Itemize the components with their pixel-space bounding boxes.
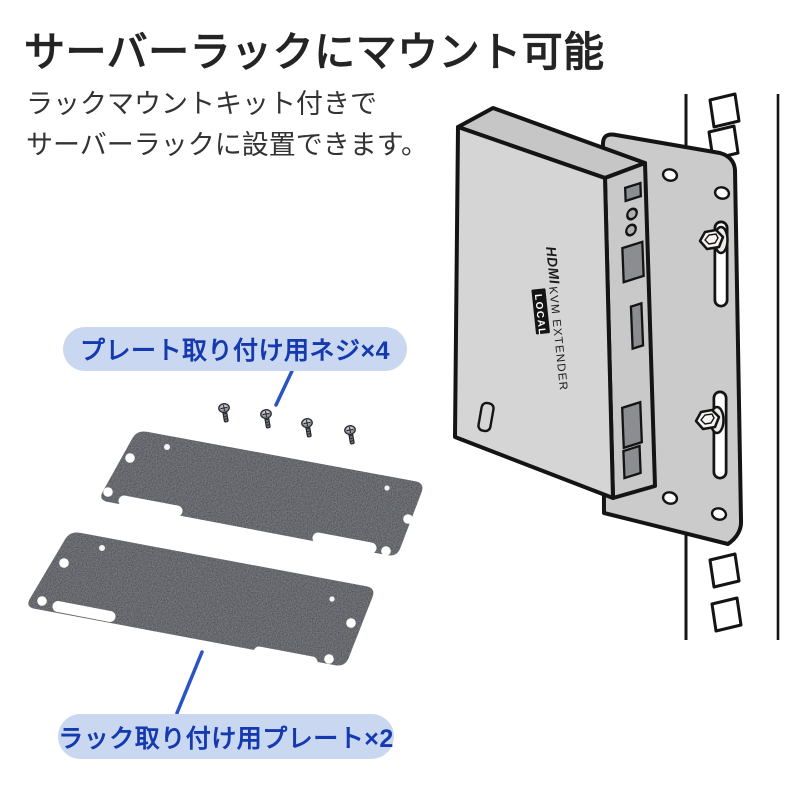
mounting-plates-illustration [28,431,423,668]
plate-hole [384,485,390,491]
plate-hole [59,558,69,568]
port [622,444,642,480]
rack-mount-plate-2 [28,532,374,668]
screw-icon [217,402,233,424]
front-label-tag [477,401,495,433]
plate-body [28,532,374,666]
local-badge-background [531,288,550,335]
plate-hole [710,507,728,521]
plate-hole [346,618,356,628]
device-ports [620,181,645,480]
port-slot [629,301,645,351]
plate-hole [37,596,47,606]
screws-illustration [217,402,359,446]
plate-hole [125,453,135,463]
plate-hole [381,546,391,556]
plate-hole [164,444,170,450]
plate-slot [312,532,377,554]
screw-icon [343,424,359,446]
rail-hole [708,92,741,129]
plate-slot [253,646,318,668]
leader-line-screws [274,369,294,407]
port [620,400,644,450]
rail-hole [708,552,741,589]
plate-hole [103,487,113,497]
device-brand-logo: HDMI [543,246,563,286]
port-round [625,223,637,237]
leader-line-plates [175,650,204,715]
rail-hole [710,596,743,633]
description-line-2: サーバーラックに設置できます。 [26,130,429,160]
plate-hole [403,514,413,524]
plate-hole [713,186,731,200]
port-round [626,207,638,221]
plate-slot [118,495,183,517]
plate-hole [99,545,105,551]
description-line-1: ラックマウントキット付きで [26,89,377,119]
plate-body [101,431,423,556]
page-title: サーバーラックにマウント可能 [24,29,605,75]
rack-mount-plate-1 [101,431,423,556]
plate-hole [661,168,679,182]
callout-plates: ラック取り付け用プレート×2 [58,714,394,759]
screw-icon [300,417,316,439]
callout-screws: プレート取り付け用ネジ×4 [63,327,407,371]
screw-icon [259,408,275,430]
port [623,181,643,203]
plate-hole [329,596,335,602]
plate-hole [661,491,679,505]
page-description: ラックマウントキット付きで サーバーラックに設置できます。 [26,84,428,166]
plate-hole [324,654,334,664]
kvm-extender-illustration: HDMI KVM EXTENDER LOCAL [453,106,657,500]
local-badge-text: LOCAL [532,294,547,337]
plate-slot [52,601,116,622]
port [621,240,645,284]
